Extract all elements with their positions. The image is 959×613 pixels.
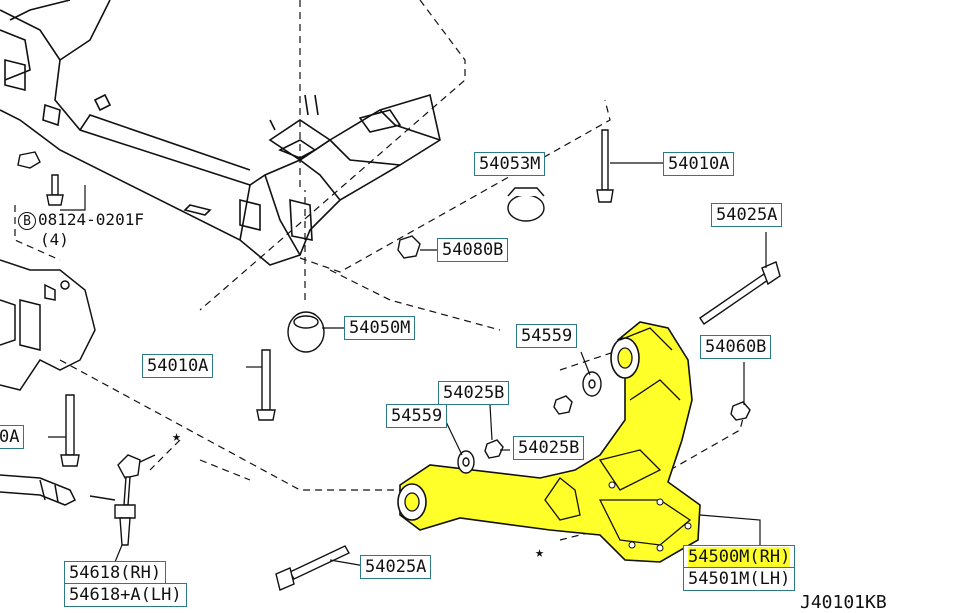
part-label-54010a-top[interactable]: 54010A [663, 152, 735, 176]
part-label-54025a-bottom[interactable]: 54025A [360, 555, 432, 579]
bolts [46, 129, 781, 591]
transverse-link-left [0, 474, 77, 506]
circled-b-icon: B [18, 212, 36, 230]
part-label-54010a-mid[interactable]: 54010A [142, 354, 214, 378]
part-label-54025a-right[interactable]: 54025A [711, 203, 783, 227]
part-label-54559-mid[interactable]: 54559 [386, 404, 448, 428]
part-label-54618[interactable]: 54618(RH) [64, 561, 167, 585]
part-label-54025b-mid[interactable]: 54025B [513, 436, 585, 460]
part-label-54053m[interactable]: 54053M [474, 152, 546, 176]
steering-knuckle [0, 259, 96, 391]
part-label-54559-top[interactable]: 54559 [516, 324, 578, 348]
star-marker-icon: ★ [172, 427, 182, 445]
part-label-54500m[interactable]: 54500M(RH) [683, 545, 796, 569]
part-label-54025b-top[interactable]: 54025B [438, 381, 510, 405]
diagram-code: J40101KB [800, 592, 887, 613]
part-label-54060b[interactable]: 54060B [700, 335, 772, 359]
part-label-54050m[interactable]: 54050M [344, 316, 416, 340]
highlighted-part-number: 54500M(RH) [688, 547, 791, 567]
front-subframe [0, 0, 441, 266]
stabilizer-connecting-rod [89, 454, 156, 546]
part-label-54618a[interactable]: 54618+A(LH) [64, 583, 187, 607]
star-marker-icon: ★ [535, 543, 545, 561]
bolt-part-number: 08124-0201F [38, 210, 144, 229]
part-label-54501m[interactable]: 54501M(LH) [683, 567, 796, 591]
lower-control-arm [397, 321, 701, 563]
leader-lines [48, 162, 767, 567]
part-label-54010a-left[interactable]: 0A [0, 425, 25, 449]
nuts-washers [17, 151, 751, 474]
part-label-54080b[interactable]: 54080B [437, 238, 509, 262]
bolt-quantity: (4) [40, 230, 69, 249]
